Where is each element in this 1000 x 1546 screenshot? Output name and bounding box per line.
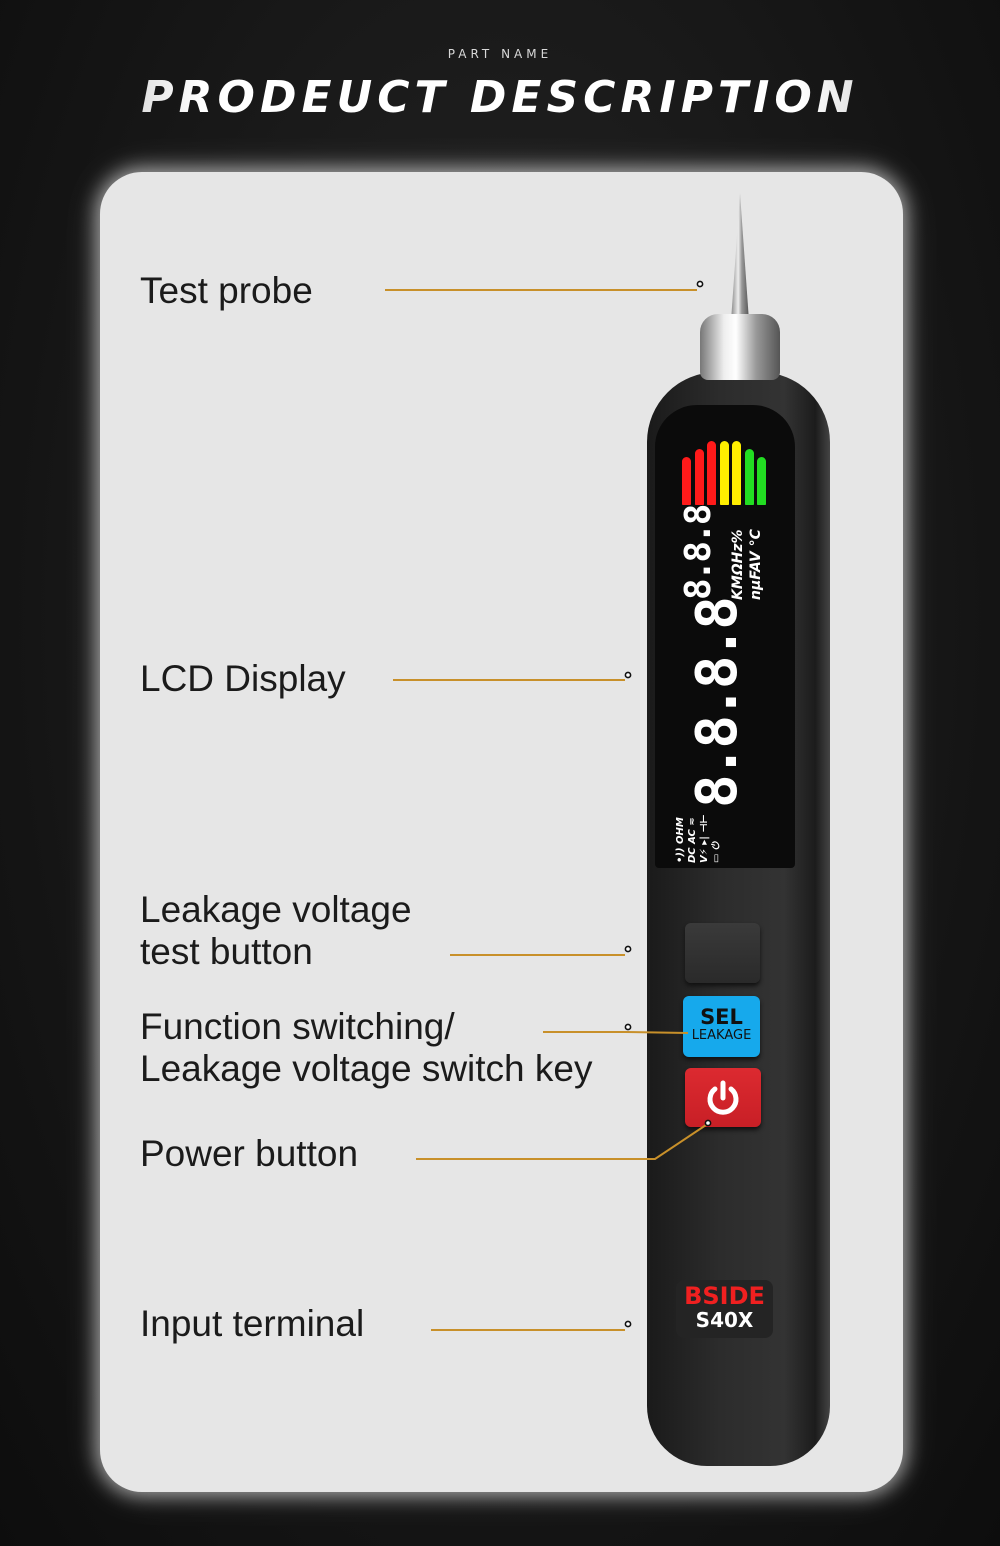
part-name-subtitle: PART NAME — [447, 47, 553, 61]
signal-bar — [694, 449, 704, 505]
brand-badge: BSIDE S40X — [676, 1280, 773, 1338]
label-power-button: Power button — [140, 1133, 359, 1174]
label-function-key: Function switching/ Leakage voltage swit… — [140, 1006, 593, 1090]
signal-bar — [744, 449, 754, 505]
label-lcd-display: LCD Display — [140, 658, 346, 699]
label-line: Leakage voltage — [140, 889, 412, 930]
model-name: S40X — [695, 1308, 754, 1332]
signal-bar — [732, 441, 741, 505]
brand-name: BSIDE — [684, 1282, 765, 1310]
label-line: test button — [140, 931, 313, 972]
sel-label: SEL — [700, 1005, 743, 1029]
label-test-probe: Test probe — [140, 270, 313, 311]
leader-dot — [704, 1119, 712, 1127]
leader-dot — [624, 1023, 632, 1031]
leader-dot — [624, 1320, 632, 1328]
signal-bar — [757, 457, 766, 505]
power-button[interactable] — [685, 1068, 761, 1127]
power-icon — [707, 1080, 739, 1115]
leader-function — [543, 1031, 689, 1034]
page-title: PRODEUCT DESCRIPTION — [0, 72, 1000, 123]
label-input-terminal: Input terminal — [140, 1303, 365, 1344]
signal-bar-graph — [682, 440, 772, 505]
leader-dot — [624, 671, 632, 679]
label-leakage-button: Leakage voltage test button — [140, 889, 412, 973]
sel-leakage-button[interactable]: SEL LEAKAGE — [683, 996, 760, 1057]
leader-dot — [624, 945, 632, 953]
signal-bar — [682, 457, 691, 505]
label-line: Leakage voltage switch key — [140, 1048, 593, 1089]
leader-power — [416, 1124, 707, 1160]
signal-bar — [719, 441, 729, 505]
leader-dot — [696, 280, 704, 288]
leakage-test-button[interactable] — [685, 923, 760, 983]
leakage-label: LEAKAGE — [691, 1028, 752, 1043]
probe-collar — [700, 314, 780, 380]
label-line: Function switching/ — [140, 1006, 455, 1047]
signal-bar — [707, 441, 716, 505]
